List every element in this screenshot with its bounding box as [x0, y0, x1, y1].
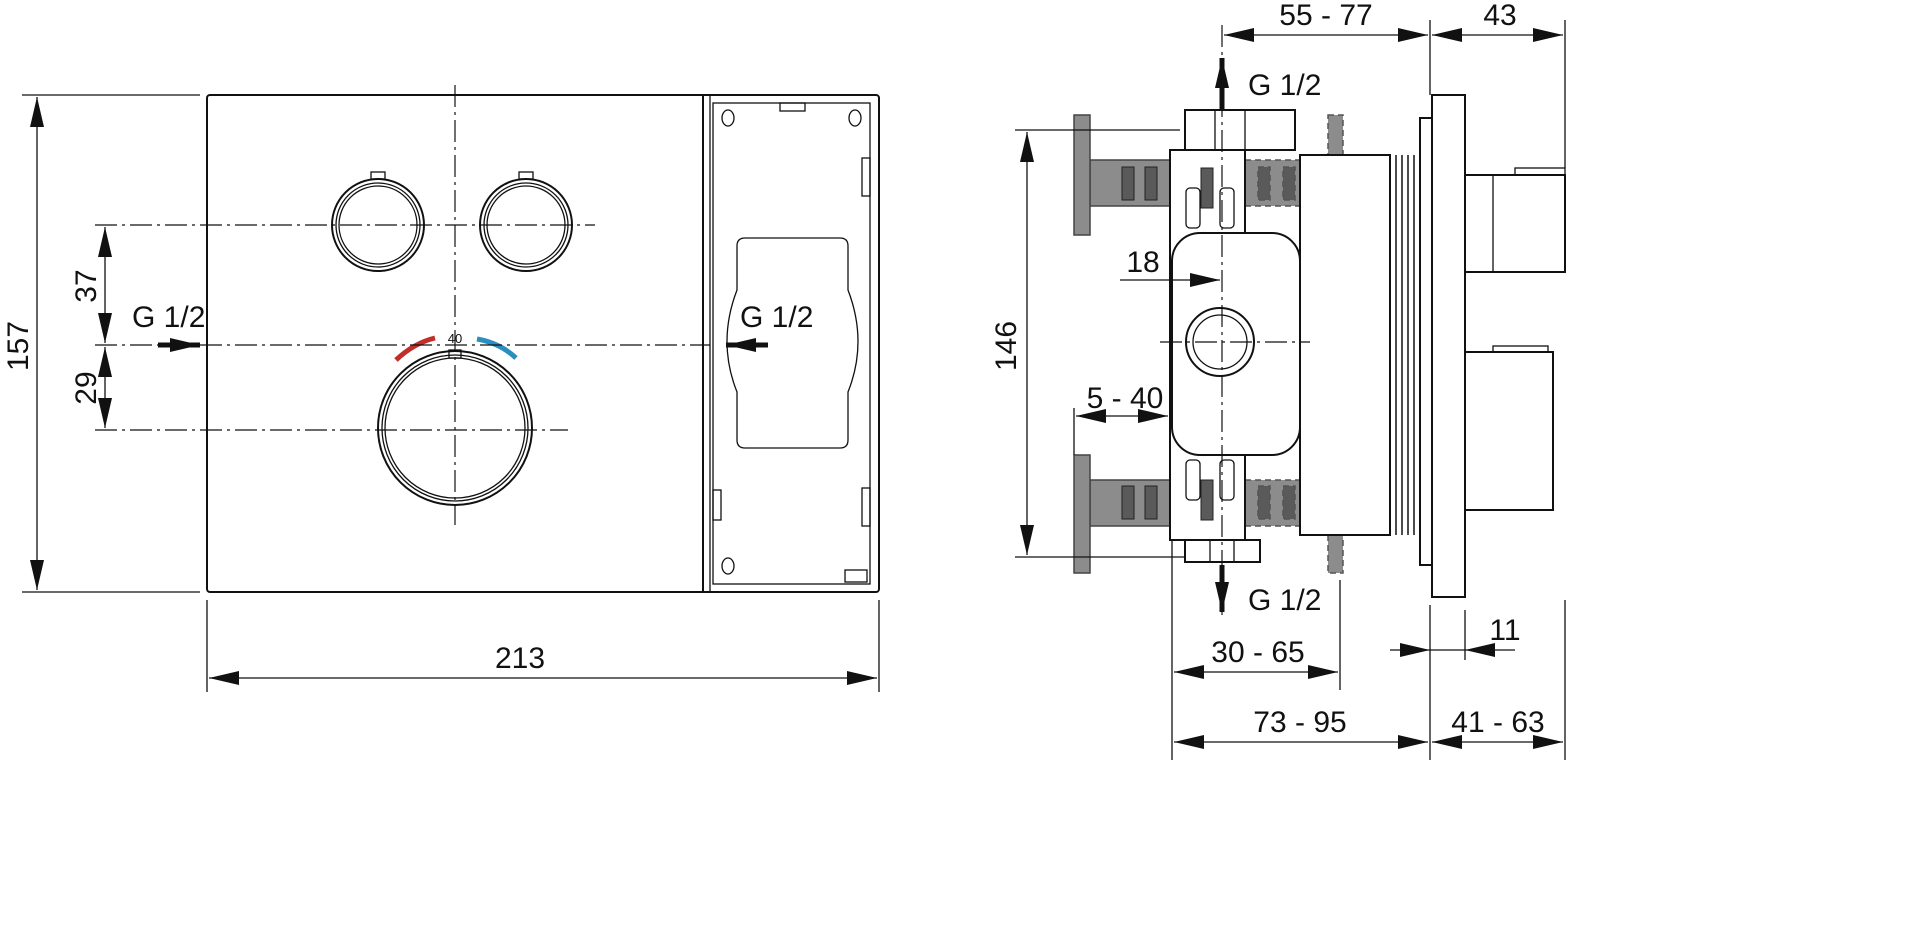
left-inlet-label: G 1/2	[132, 301, 205, 334]
install-depth: 73 - 95	[1253, 706, 1346, 739]
bottom-outlet-label: G 1/2	[1248, 584, 1321, 617]
shelf-cutout	[726, 237, 859, 449]
cover-depth: 43	[1483, 0, 1516, 32]
screw-hole	[721, 557, 735, 575]
front-view: 40 157 37 29 213 G 1/2 G 1/2	[2, 85, 880, 692]
inlet-offset: 18	[1126, 246, 1159, 279]
flange-range: 5 - 40	[1087, 382, 1164, 415]
flange	[1073, 454, 1091, 574]
mixing-chamber	[1171, 232, 1301, 456]
flange	[1073, 114, 1091, 236]
button-side	[1464, 174, 1566, 273]
mount-range: 30 - 65	[1211, 636, 1304, 669]
cover-plate	[206, 94, 880, 593]
width-dimension: 213	[495, 642, 545, 675]
button-left	[331, 171, 425, 272]
button-right	[479, 171, 573, 272]
screw-hole	[721, 109, 735, 127]
height-dimension: 157	[2, 321, 35, 371]
lower-offset-dimension: 29	[70, 371, 103, 404]
upper-offset-dimension: 37	[70, 269, 103, 302]
body-height: 146	[990, 321, 1023, 371]
right-inlet-label: G 1/2	[740, 301, 813, 334]
cold-arc	[476, 336, 518, 360]
top-outlet-label: G 1/2	[1248, 69, 1321, 102]
hot-arc	[394, 335, 436, 362]
plate-thickness: 11	[1489, 614, 1520, 647]
cover-plate-side	[1431, 94, 1466, 598]
depth-range-top: 55 - 77	[1279, 0, 1372, 32]
cover-range: 41 - 63	[1451, 706, 1544, 739]
knob-side	[1464, 351, 1554, 511]
screw-hole	[848, 109, 862, 127]
side-view: G 1/2 G 1/2 55 - 77 43 146 18 5 - 40 30 …	[990, 0, 1566, 760]
